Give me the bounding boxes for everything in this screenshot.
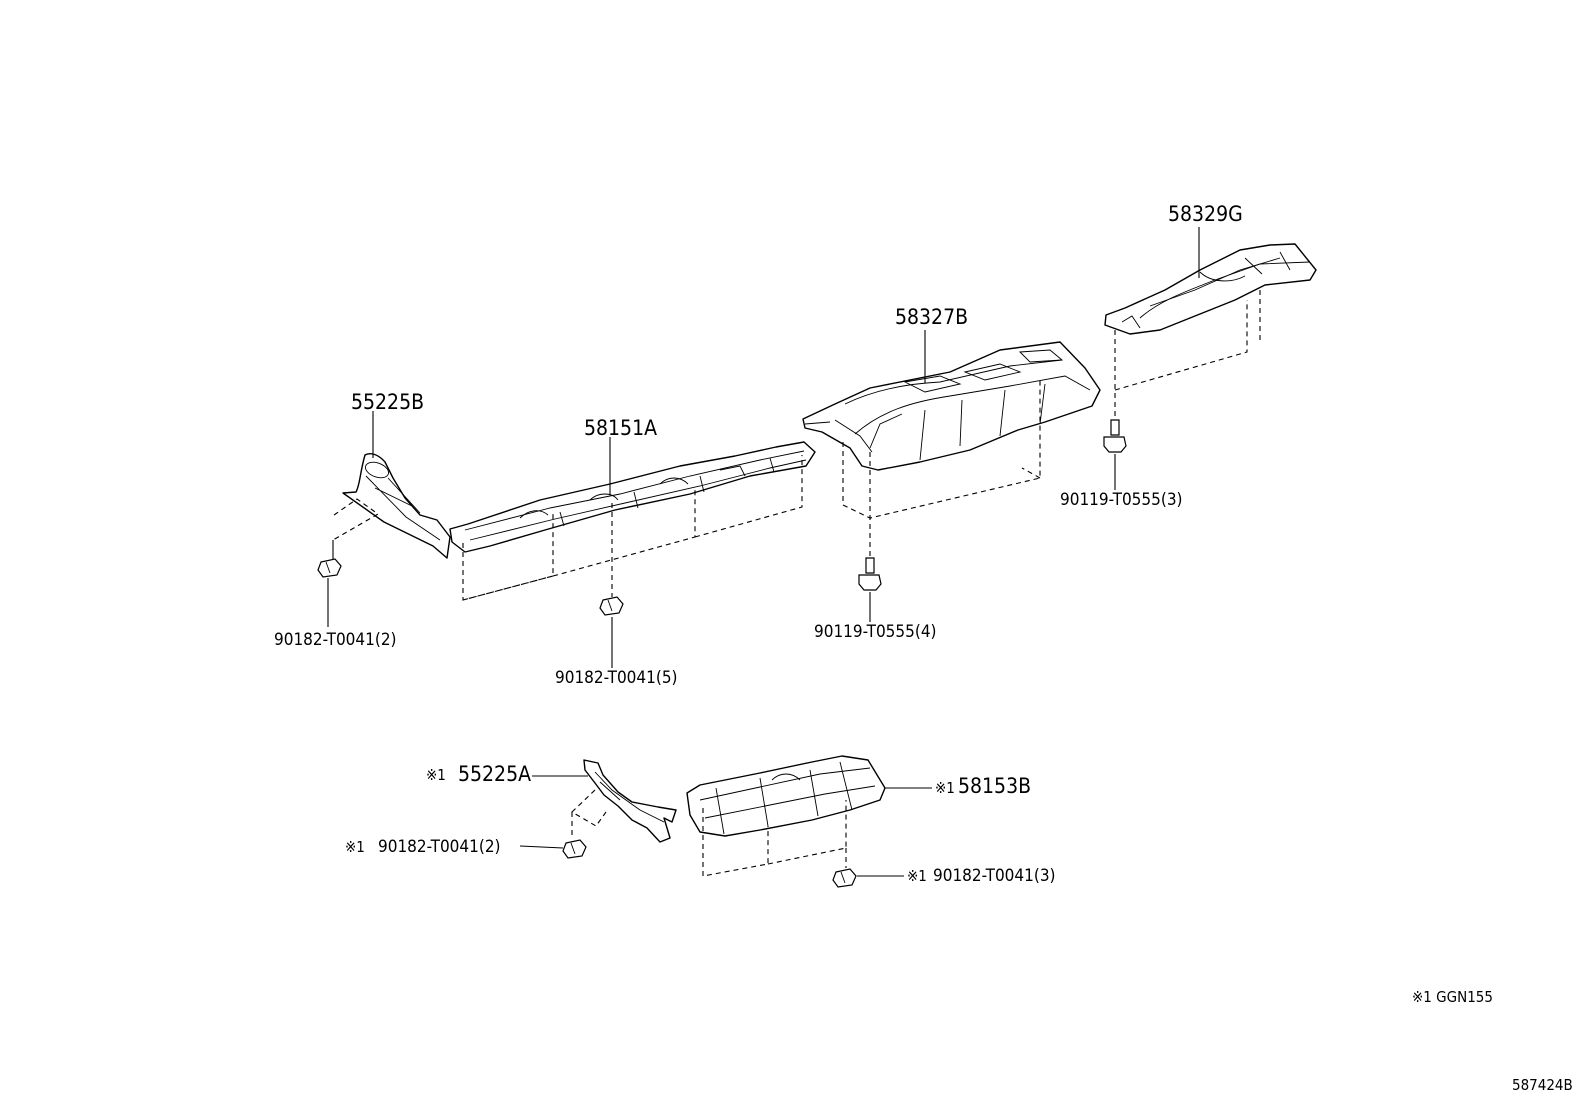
dashed-guide-55225B: [332, 498, 380, 541]
heat-shield-58329G[interactable]: [1104, 243, 1317, 335]
label-part-58153B: 58153B: [958, 774, 1031, 798]
dashed-guide-58153B: [702, 800, 847, 877]
bracket-55225B[interactable]: [342, 453, 451, 559]
label-fastener-90182-T0041-2-lower: 90182-T0041(2): [378, 837, 501, 857]
nut-90182-T0041-left[interactable]: [317, 558, 342, 578]
nut-90182-T0041-center[interactable]: [599, 596, 624, 616]
nut-90182-T0041-lower-right[interactable]: [832, 868, 857, 888]
nut-90182-T0041-lower-left[interactable]: [562, 839, 587, 859]
heat-shield-58327B[interactable]: [802, 341, 1101, 471]
heat-shield-58153B[interactable]: [686, 755, 886, 837]
label-fastener-90182-T0041-5: 90182-T0041(5): [555, 668, 678, 688]
label-part-58151A: 58151A: [584, 416, 657, 440]
dashed-guide-55225A: [571, 789, 607, 838]
bracket-55225A[interactable]: [583, 759, 677, 843]
heat-shield-58151A[interactable]: [449, 441, 816, 553]
label-part-58327B: 58327B: [895, 305, 968, 329]
note-mark-55225A: ※1: [426, 766, 446, 784]
label-part-55225B: 55225B: [351, 390, 424, 414]
note-mark-fastener-5: ※1: [345, 838, 365, 856]
label-part-55225A: 55225A: [458, 762, 531, 786]
dashed-guide-58151A: [462, 455, 803, 601]
bolt-90119-T0555-center[interactable]: [858, 557, 882, 591]
label-fastener-90182-T0041-2: 90182-T0041(2): [274, 630, 397, 650]
leader-fastener-5: [519, 845, 564, 849]
label-fastener-90119-T0555-4: 90119-T0555(4): [814, 622, 937, 642]
dashed-guide-58329G: [1114, 290, 1261, 418]
note-mark-fastener-6: ※1: [907, 867, 927, 885]
label-part-58329G: 58329G: [1168, 202, 1243, 226]
bolt-90119-T0555-right[interactable]: [1103, 419, 1127, 453]
label-fastener-90119-T0555-3: 90119-T0555(3): [1060, 490, 1183, 510]
footnote-model-code: ※1 GGN155: [1412, 988, 1493, 1006]
diagram-id: 587424B: [1512, 1076, 1573, 1094]
note-mark-58153B: ※1: [935, 779, 955, 797]
label-fastener-90182-T0041-3: 90182-T0041(3): [933, 866, 1056, 886]
